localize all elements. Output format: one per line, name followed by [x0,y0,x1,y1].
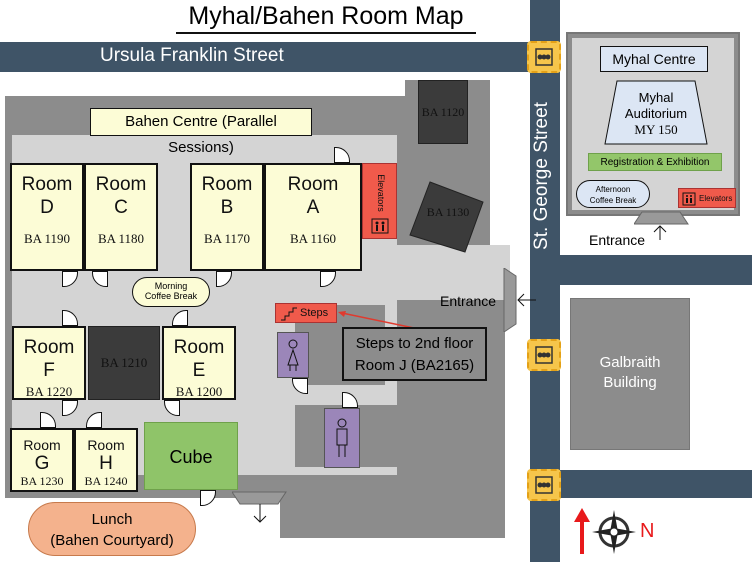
room-b[interactable]: Room B BA 1170 [190,163,264,271]
door-icon [172,310,188,326]
lunch-area: Lunch (Bahen Courtyard) [28,502,196,556]
street-label-north: Ursula Franklin Street [100,45,284,66]
galbraith-building[interactable]: Galbraith Building [570,298,690,450]
room-code: BA 1170 [203,231,251,246]
auditorium-line: Myhal [638,90,674,105]
room-a[interactable]: Room A BA 1160 [264,163,362,271]
steps-label: Steps [300,307,329,319]
room-letter: B [220,197,234,218]
registration-exhibition: Registration & Exhibition [588,153,722,171]
bahen-corridor-north [12,135,342,155]
room-code: BA 1200 [175,384,223,399]
room-code: BA 1240 [84,474,128,488]
bahen-centre-label: Bahen Centre (Parallel Sessions) [90,108,312,156]
room-g[interactable]: Room G BA 1230 [10,428,74,492]
room-label: Room [201,174,253,195]
entrance-door-icon[interactable] [232,490,288,526]
room-ba-1130 [409,181,484,253]
entrance-label-myhal: Entrance [589,232,646,248]
arrow-icon [338,311,415,329]
entrance-door-icon[interactable] [634,210,690,242]
myhal-auditorium[interactable]: Myhal Auditorium MY 150 [610,90,702,138]
lunch-line: (Bahen Courtyard) [50,532,174,549]
elevator-myhal: Elevators [678,188,736,208]
room-label: Room [173,337,225,358]
room-code: BA 1180 [97,231,145,246]
room-code: BA 1160 [289,231,337,246]
traffic-light-icon [527,339,561,371]
room-letter: A [306,197,320,218]
cube-label: Cube [169,447,213,467]
room-code: BA 1210 [100,355,148,370]
room-ba-1120: BA 1120 [418,80,468,144]
elevator-icon [371,218,389,234]
ursula-franklin-street [0,42,530,72]
myhal-centre-label: Myhal Centre [600,46,708,72]
door-icon [200,490,216,506]
afternoon-coffee-break: Afternoon Coffee Break [576,180,650,208]
north-arrow-icon [574,508,590,554]
morning-coffee-break: Morning Coffee Break [132,277,210,307]
room-code: BA 1190 [23,231,71,246]
street-label-east: St. George Street [531,102,552,250]
auditorium-line: Auditorium [624,106,688,121]
elevators-label: Elevators [699,194,733,203]
coffee-line: Morning [154,281,188,291]
room-letter: D [40,197,54,218]
room-label: Room [23,437,61,453]
room-label: Room [21,174,73,195]
bahen-south-wing [280,490,500,538]
north-label: N [640,520,655,542]
traffic-light-icon [527,41,561,73]
elevators-label: Elevators [376,174,386,212]
cube[interactable]: Cube [144,422,238,490]
steps-note-line: Room J (BA2165) [354,357,475,374]
entrance-label-bahen: Entrance [440,293,497,309]
steps-note-line: Steps to 2nd floor [355,335,474,352]
elevator-bahen: Elevators [362,163,397,239]
room-letter: G [34,453,50,474]
room-label: Room [95,174,147,195]
room-letter: C [114,197,128,218]
coffee-line: Afternoon [595,185,631,194]
steps-sign: Steps [275,303,337,323]
galbraith-line: Galbraith [599,354,661,371]
room-h[interactable]: Room H BA 1240 [74,428,138,492]
galbraith-line: Building [603,374,657,391]
door-icon [86,412,102,428]
compass-icon [592,510,636,554]
room-label: Room [23,337,75,358]
steps-icon [281,307,297,321]
st-george-street [530,0,560,562]
room-letter: F [43,360,55,381]
room-label: Room [287,174,339,195]
room-code: BA 1120 [421,105,465,119]
room-f[interactable]: Room F BA 1220 [12,326,86,400]
room-code: BA 1130 [426,205,470,219]
room-ba-1210: BA 1210 [88,326,160,400]
room-label: Room [87,437,125,453]
map-title: Myhal/Bahen Room Map [176,2,476,34]
bahen-corridor-east [380,245,510,300]
room-d[interactable]: Room D BA 1190 [10,163,84,271]
lunch-line: Lunch [91,511,133,528]
myhal-auditorium-shape [604,80,708,145]
road-east-lower [560,470,752,498]
toilet-icon [324,408,360,468]
traffic-light-icon [527,469,561,501]
road-east-upper [560,255,752,285]
room-letter: H [99,453,113,474]
room-code: BA 1230 [20,474,64,488]
coffee-line: Coffee Break [144,291,198,301]
steps-note: Steps to 2nd floor Room J (BA2165) [342,327,487,381]
room-code: BA 1220 [25,384,73,399]
room-c[interactable]: Room C BA 1180 [84,163,158,271]
entrance-door-icon[interactable] [500,268,540,332]
coffee-line: Coffee Break [589,196,637,205]
toilet-icon [277,332,309,378]
room-letter: E [192,360,206,381]
room-e[interactable]: Room E BA 1200 [162,326,236,400]
elevator-icon [682,192,696,206]
auditorium-line: MY 150 [634,122,678,137]
